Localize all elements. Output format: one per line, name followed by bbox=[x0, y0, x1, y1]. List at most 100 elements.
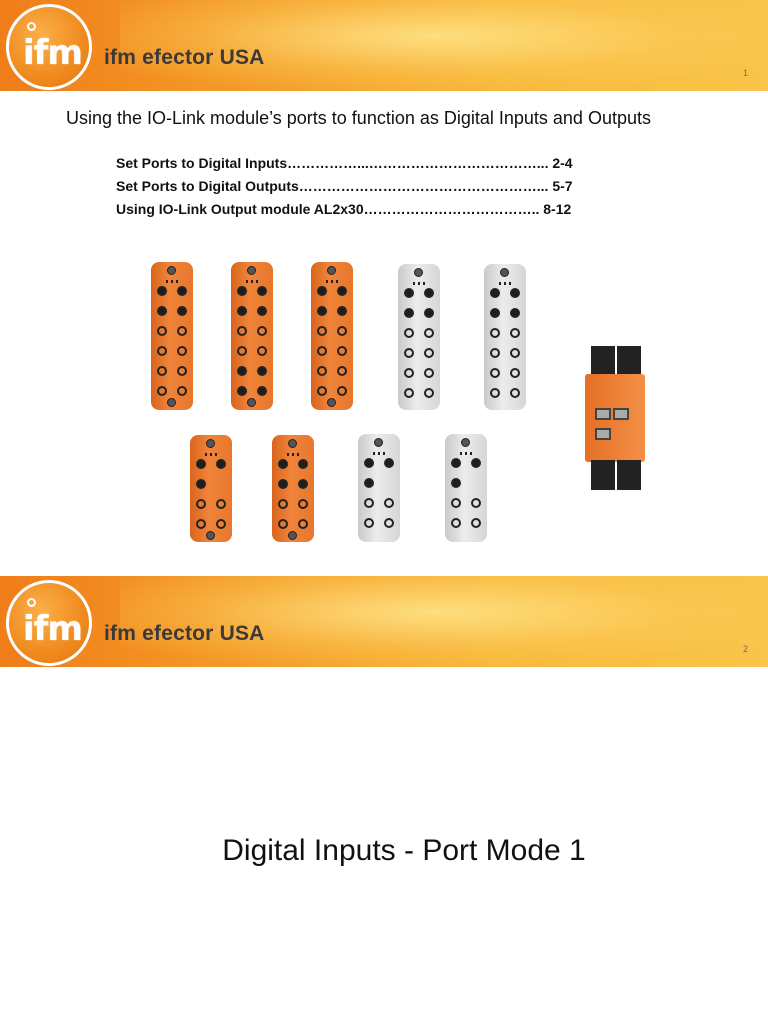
terminal-block bbox=[591, 346, 615, 376]
port-icon bbox=[337, 326, 347, 336]
port-icon bbox=[510, 388, 520, 398]
port-icon bbox=[490, 368, 500, 378]
port-icon bbox=[404, 368, 414, 378]
port-icon bbox=[510, 288, 520, 298]
port-icon bbox=[237, 346, 247, 356]
port-icon bbox=[257, 306, 267, 316]
led-indicator bbox=[460, 452, 472, 455]
port-icon bbox=[298, 519, 308, 529]
logo-dot-icon bbox=[27, 598, 36, 607]
banner-glow bbox=[120, 576, 768, 667]
port-icon bbox=[404, 328, 414, 338]
port-icon bbox=[364, 498, 374, 508]
port-icon bbox=[317, 286, 327, 296]
port-icon bbox=[237, 306, 247, 316]
screw-icon bbox=[500, 268, 509, 277]
orange-io-module bbox=[231, 262, 273, 410]
port-icon bbox=[471, 498, 481, 508]
port-icon bbox=[384, 458, 394, 468]
orange-io-module-short bbox=[272, 435, 314, 542]
port-icon bbox=[404, 348, 414, 358]
logo-text: ifm bbox=[23, 33, 83, 73]
port-icon bbox=[157, 326, 167, 336]
port-icon bbox=[337, 286, 347, 296]
page-number: 2 bbox=[742, 644, 748, 654]
screw-icon bbox=[247, 398, 256, 407]
screw-icon bbox=[374, 438, 383, 447]
table-of-contents: Set Ports to Digital Inputs……………...……………… bbox=[116, 152, 573, 221]
slide-2: ifm ifm efector USA 2 Digital Inputs - P… bbox=[0, 576, 768, 1024]
port-icon bbox=[510, 328, 520, 338]
port-icon bbox=[451, 458, 461, 468]
port-icon bbox=[257, 286, 267, 296]
screw-icon bbox=[461, 438, 470, 447]
port-icon bbox=[317, 306, 327, 316]
port-icon bbox=[337, 386, 347, 396]
led-indicator bbox=[499, 282, 511, 285]
logo-dot-icon bbox=[27, 22, 36, 31]
terminal-block bbox=[617, 460, 641, 490]
screw-icon bbox=[167, 266, 176, 275]
port-icon bbox=[424, 388, 434, 398]
port-icon bbox=[298, 479, 308, 489]
port-icon bbox=[364, 458, 374, 468]
toc-item: Using IO-Link Output module AL2x30………………… bbox=[116, 201, 572, 217]
ethernet-port-icon bbox=[595, 408, 611, 420]
port-icon bbox=[317, 366, 327, 376]
screw-icon bbox=[247, 266, 256, 275]
screw-icon bbox=[206, 531, 215, 540]
ifm-logo: ifm bbox=[6, 4, 92, 90]
port-icon bbox=[298, 499, 308, 509]
port-icon bbox=[510, 348, 520, 358]
led-indicator bbox=[205, 453, 217, 456]
port-icon bbox=[196, 519, 206, 529]
port-icon bbox=[404, 388, 414, 398]
port-icon bbox=[424, 348, 434, 358]
port-icon bbox=[237, 366, 247, 376]
port-icon bbox=[317, 386, 327, 396]
port-icon bbox=[364, 518, 374, 528]
module-housing bbox=[585, 374, 645, 462]
header-banner: ifm ifm efector USA 2 bbox=[0, 576, 768, 667]
port-icon bbox=[451, 518, 461, 528]
port-icon bbox=[384, 498, 394, 508]
logo-text: ifm bbox=[23, 609, 83, 649]
port-icon bbox=[364, 478, 374, 488]
port-icon bbox=[471, 518, 481, 528]
toc-item: Set Ports to Digital Inputs……………...……………… bbox=[116, 155, 573, 171]
port-icon bbox=[257, 386, 267, 396]
page-number: 1 bbox=[742, 68, 748, 78]
grey-io-module bbox=[398, 264, 440, 410]
port-icon bbox=[216, 499, 226, 509]
port-icon bbox=[298, 459, 308, 469]
port-icon bbox=[490, 308, 500, 318]
port-icon bbox=[196, 459, 206, 469]
port-icon bbox=[490, 288, 500, 298]
port-icon bbox=[177, 306, 187, 316]
port-icon bbox=[196, 479, 206, 489]
slide-1: ifm ifm efector USA 1 Using the IO-Link … bbox=[0, 0, 768, 542]
terminal-block bbox=[591, 460, 615, 490]
screw-icon bbox=[167, 398, 176, 407]
port-icon bbox=[424, 288, 434, 298]
port-icon bbox=[157, 346, 167, 356]
port-icon bbox=[451, 478, 461, 488]
port-icon bbox=[157, 366, 167, 376]
port-icon bbox=[177, 386, 187, 396]
brand-name: ifm efector USA bbox=[104, 46, 265, 69]
grey-io-module-short bbox=[358, 434, 400, 542]
product-images bbox=[151, 262, 645, 542]
screw-icon bbox=[288, 439, 297, 448]
led-indicator bbox=[246, 280, 258, 283]
port-icon bbox=[337, 306, 347, 316]
screw-icon bbox=[206, 439, 215, 448]
port-icon bbox=[337, 346, 347, 356]
port-icon bbox=[177, 286, 187, 296]
ethernet-port-icon bbox=[613, 408, 629, 420]
port-icon bbox=[451, 498, 461, 508]
port-icon bbox=[237, 286, 247, 296]
port-icon bbox=[510, 368, 520, 378]
grey-io-module bbox=[484, 264, 526, 410]
port-icon bbox=[237, 386, 247, 396]
port-icon bbox=[424, 328, 434, 338]
